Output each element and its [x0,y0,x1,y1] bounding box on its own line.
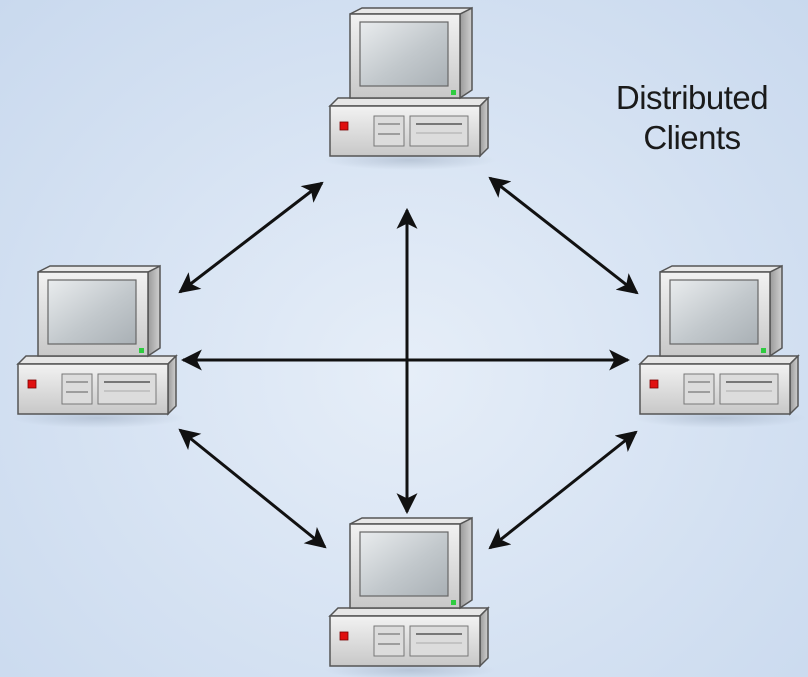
arrow-right-bottom [488,430,638,550]
label-line-1: Distributed [615,79,769,116]
computer-icon-bottom [323,517,497,677]
computer-icon-top [323,7,497,171]
label-line-2: Clients [643,119,741,156]
computer-icon-right [633,265,807,429]
arrow-top-left [178,181,324,294]
arrow-top-right [488,176,639,295]
arrow-left-bottom [178,428,327,549]
computer-icon-left [11,265,185,429]
connection-arrows [178,176,639,550]
diagram-label: Distributed Clients [592,78,792,158]
